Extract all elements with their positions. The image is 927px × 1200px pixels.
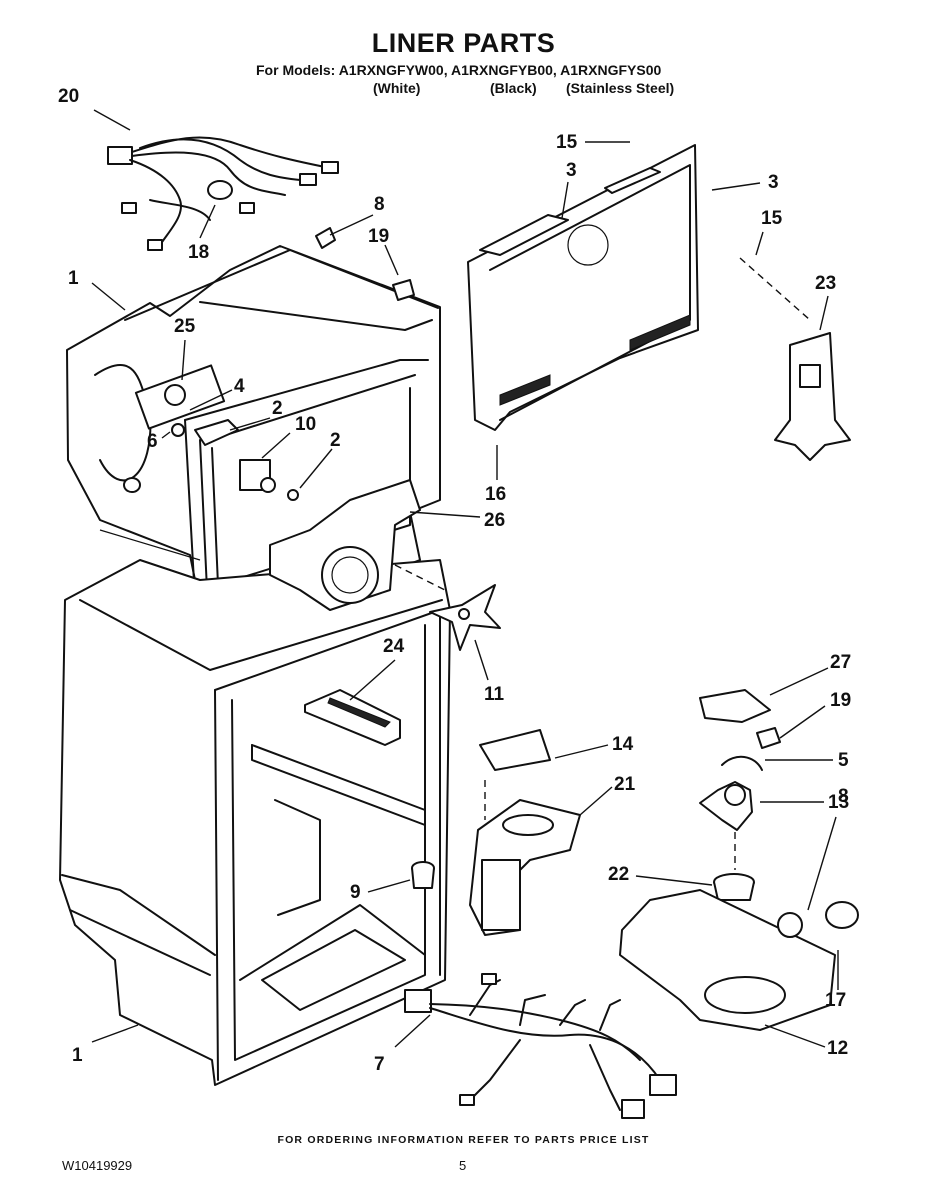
document-number: W10419929 <box>62 1158 133 1173</box>
upper-wire-harness-drawing <box>107 136 339 251</box>
callout-1: 1 <box>68 268 79 289</box>
callout-6: 6 <box>147 431 158 452</box>
fan-shroud-drawing <box>269 479 421 611</box>
callout-25: 25 <box>174 316 196 337</box>
callout-3: 3 <box>566 160 577 181</box>
callout-18: 18 <box>188 242 209 263</box>
callout-15: 15 <box>556 132 578 153</box>
callout-5: 5 <box>838 750 849 771</box>
callout-2: 2 <box>272 398 283 419</box>
back-panel-drawing <box>467 144 699 431</box>
callout-19b: 19 <box>830 690 851 711</box>
callout-4: 4 <box>234 376 245 397</box>
callout-numbers: 20 18 8 19 15 3 3 15 1 25 4 6 2 10 2 23 … <box>58 86 851 1075</box>
callout-3b: 3 <box>768 172 779 193</box>
callout-8: 8 <box>374 194 385 215</box>
callout-21: 21 <box>614 774 636 795</box>
callout-8b: 8 <box>838 786 849 807</box>
page-title: LINER PARTS <box>371 28 556 58</box>
callout-12: 12 <box>827 1038 848 1059</box>
crisper-cover-part-drawing <box>304 689 401 746</box>
finish-black: (Black) <box>490 80 537 96</box>
callout-11: 11 <box>484 684 505 705</box>
freezer-small-parts-drawing <box>123 227 415 501</box>
callout-10: 10 <box>295 414 316 435</box>
control-cover-drawing <box>774 332 851 461</box>
callout-13: 13 <box>828 792 849 813</box>
fresh-food-liner-drawing <box>59 559 451 1086</box>
callout-23: 23 <box>815 273 836 294</box>
ordering-note: FOR ORDERING INFORMATION REFER TO PARTS … <box>277 1134 650 1146</box>
callout-9: 9 <box>350 882 361 903</box>
callout-26: 26 <box>484 510 505 531</box>
callout-19: 19 <box>368 226 389 247</box>
air-damper-housing-drawing <box>469 729 581 936</box>
page-number: 5 <box>459 1158 467 1173</box>
callout-27: 27 <box>830 652 851 673</box>
callout-17: 17 <box>825 990 846 1011</box>
callout-24: 24 <box>383 636 405 657</box>
callout-2b: 2 <box>330 430 341 451</box>
cup-part-drawing <box>411 861 435 889</box>
lower-right-parts-drawing <box>619 689 859 1031</box>
callout-7: 7 <box>374 1054 385 1075</box>
callout-16: 16 <box>485 484 506 505</box>
finish-stainless: (Stainless Steel) <box>566 80 675 96</box>
leader-lines <box>91 109 839 1048</box>
finish-white: (White) <box>373 80 421 96</box>
callout-1b: 1 <box>72 1045 83 1066</box>
evaporator-fan-blade-drawing <box>429 584 501 651</box>
lower-wire-harness-drawing <box>404 973 677 1119</box>
callout-20: 20 <box>58 86 79 107</box>
models-line: For Models: A1RXNGFYW00, A1RXNGFYB00, A1… <box>256 62 662 78</box>
callout-22: 22 <box>608 864 629 885</box>
callout-15b: 15 <box>761 208 783 229</box>
callout-14: 14 <box>612 734 634 755</box>
